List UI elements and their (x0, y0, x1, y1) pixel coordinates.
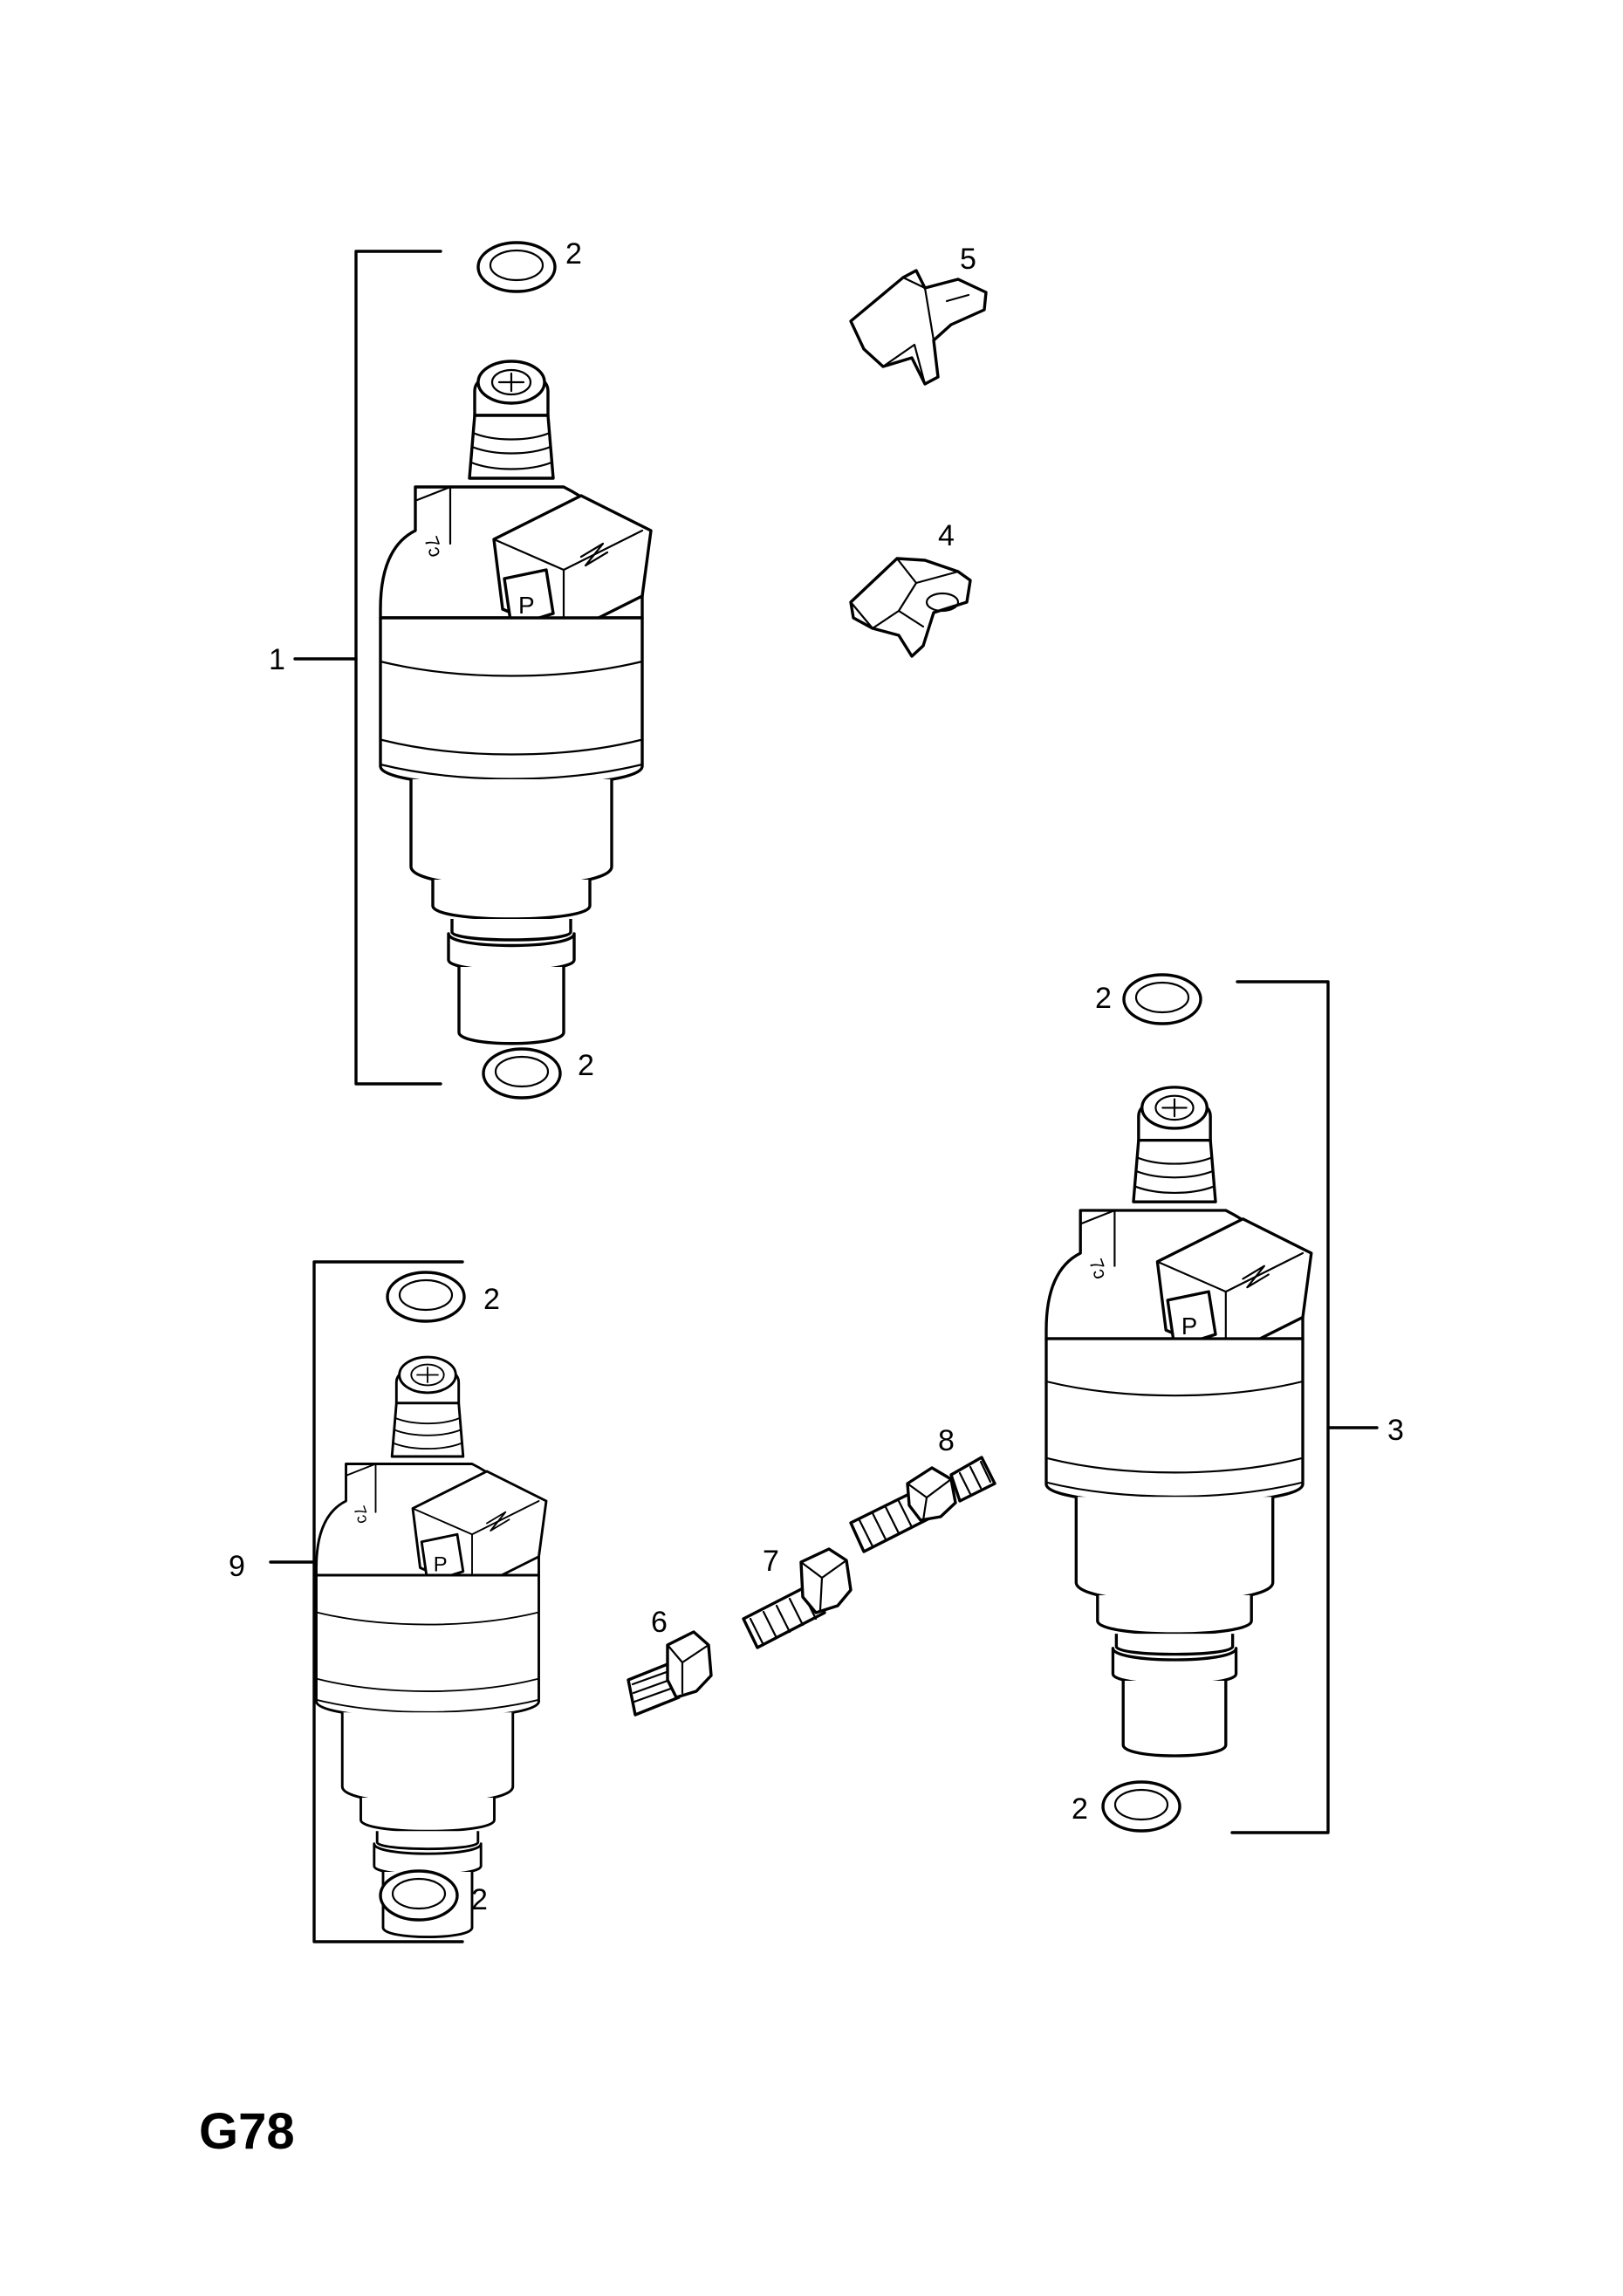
retaining-clip-4 (849, 557, 972, 658)
fuel-injector-1 (379, 360, 653, 1045)
callout-2: 2 (578, 1049, 594, 1082)
callout-2: 2 (471, 1883, 488, 1916)
callout-8: 8 (938, 1424, 955, 1457)
hex-bolt-6 (627, 1630, 713, 1717)
callout-3: 3 (1387, 1414, 1404, 1447)
injector-assembly-1 (293, 241, 653, 1100)
callout-4: 4 (938, 519, 955, 552)
fuel-injector-9 (315, 1355, 548, 1939)
o-ring-seal (476, 241, 557, 293)
retaining-clip-5 (849, 269, 988, 386)
callout-2: 2 (565, 237, 582, 271)
stud-bolt-8 (849, 1456, 996, 1553)
o-ring-seal (379, 1869, 459, 1922)
diagram-code: G78 (199, 2103, 295, 2160)
o-ring-seal (386, 1271, 466, 1323)
hex-bolt-7 (742, 1547, 853, 1649)
callout-1: 1 (269, 643, 285, 676)
callout-2: 2 (1072, 1792, 1088, 1826)
callout-7: 7 (763, 1545, 779, 1578)
injector-assembly-3 (1044, 973, 1379, 1834)
callout-5: 5 (960, 243, 976, 276)
fuel-injector-3 (1044, 1086, 1313, 1758)
callout-2: 2 (1095, 982, 1112, 1015)
callout-2: 2 (483, 1283, 500, 1316)
o-ring-seal (1101, 1780, 1181, 1833)
callout-9: 9 (229, 1550, 245, 1583)
o-ring-seal (1122, 973, 1202, 1025)
callout-6: 6 (651, 1606, 668, 1639)
injector-assembly-9 (269, 1260, 548, 1943)
o-ring-seal (482, 1047, 562, 1100)
